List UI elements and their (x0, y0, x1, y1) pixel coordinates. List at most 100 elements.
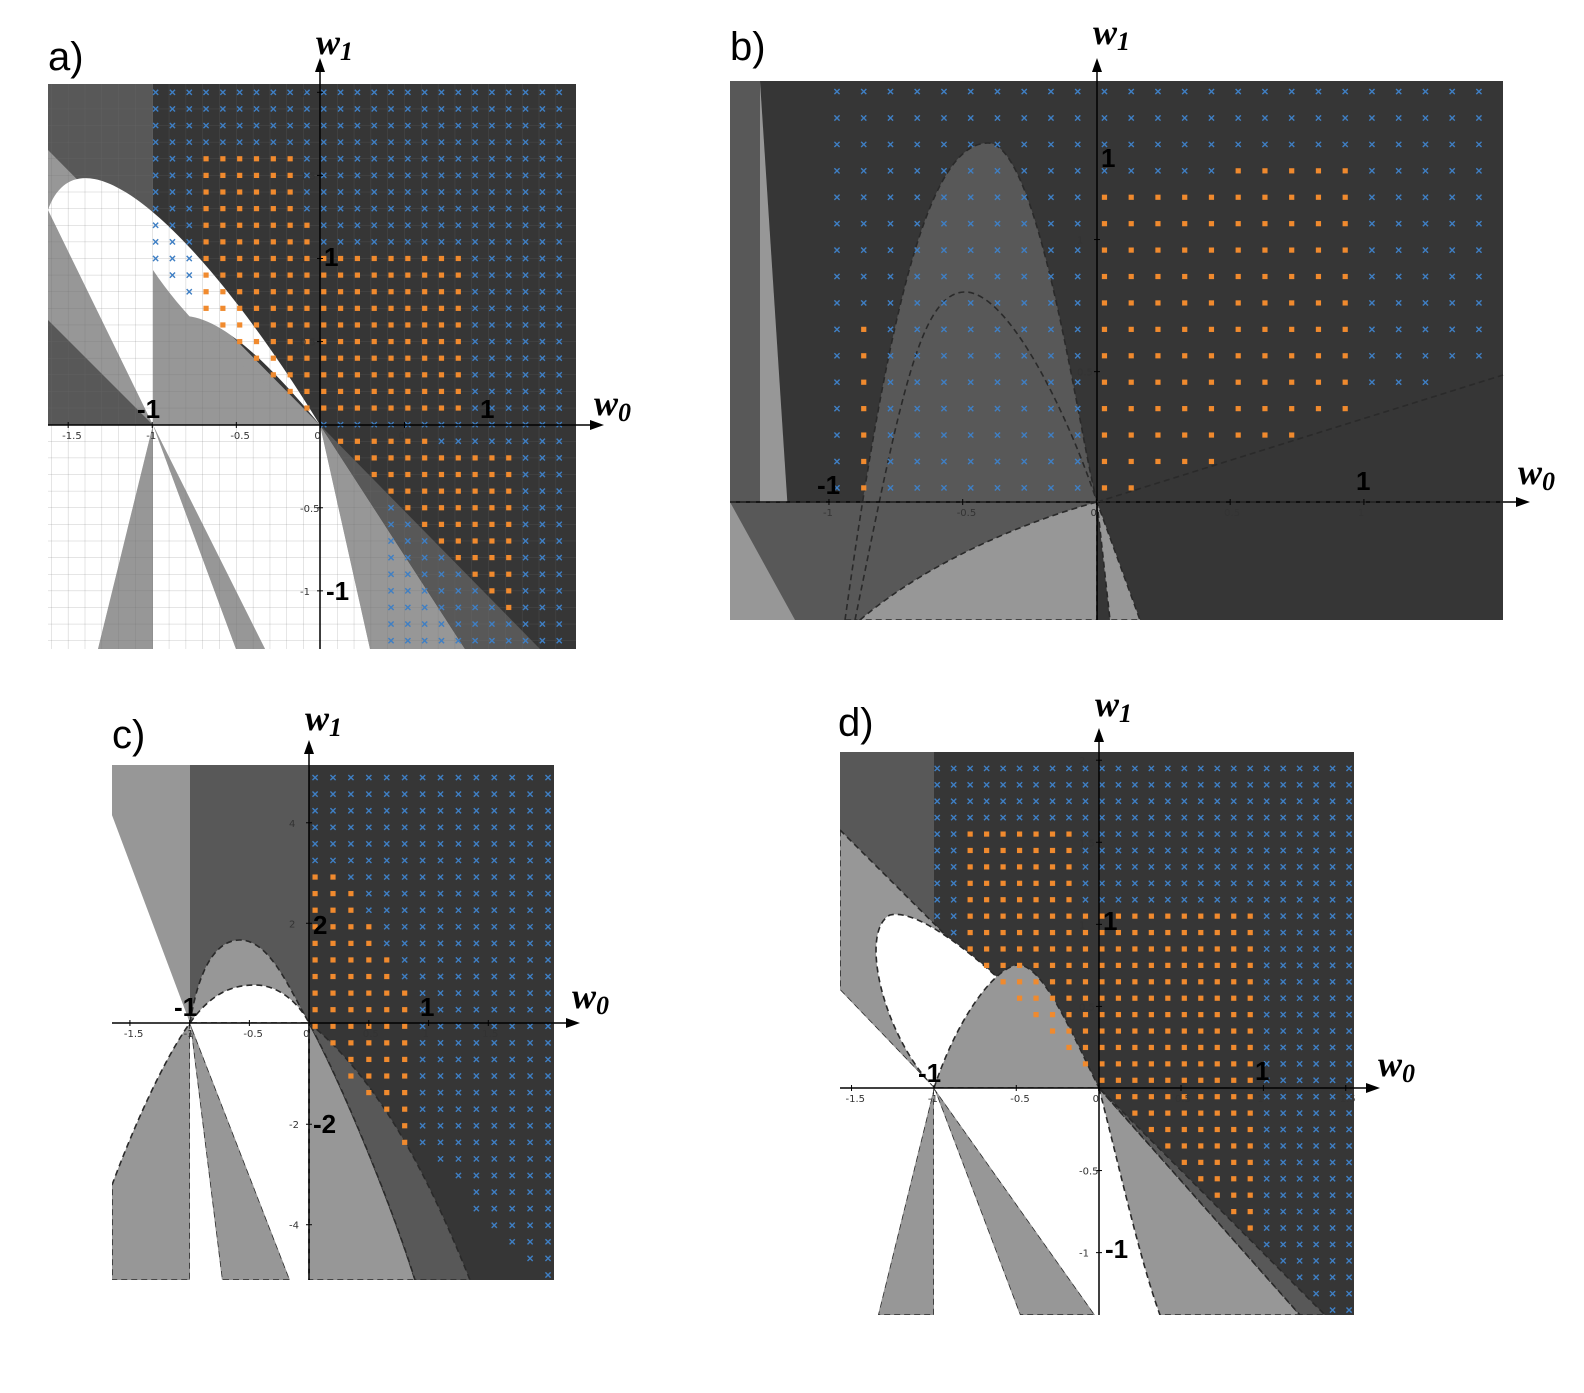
blue-cross-marker (404, 537, 411, 545)
blue-cross-marker (437, 973, 444, 980)
orange-square-marker (1000, 864, 1006, 870)
blue-cross-marker (472, 122, 479, 129)
blue-cross-marker (1047, 220, 1055, 227)
blue-cross-marker (1395, 247, 1402, 254)
blue-cross-marker (337, 155, 344, 162)
blue-cross-marker (833, 299, 841, 307)
blue-cross-marker (544, 774, 552, 781)
orange-square-marker (1132, 962, 1138, 968)
blue-cross-marker (1230, 781, 1237, 788)
blue-cross-marker (455, 1139, 462, 1146)
blue-cross-marker (1345, 1126, 1353, 1133)
orange-square-marker (438, 388, 445, 395)
orange-square-marker (1165, 1110, 1171, 1116)
orange-square-marker (330, 990, 336, 996)
blue-cross-marker (1296, 1044, 1303, 1051)
blue-cross-marker (509, 791, 516, 798)
blue-cross-marker (940, 167, 948, 174)
orange-square-marker (489, 588, 495, 594)
blue-cross-marker (1280, 1027, 1287, 1035)
blue-cross-marker (455, 122, 462, 129)
blue-cross-marker (1263, 962, 1270, 969)
blue-cross-marker (1247, 863, 1254, 870)
orange-square-marker (1231, 995, 1237, 1001)
blue-cross-marker (914, 114, 921, 122)
blue-cross-marker (556, 637, 563, 644)
orange-square-marker (405, 338, 411, 345)
blue-cross-marker (544, 956, 552, 964)
orange-square-marker (472, 455, 478, 461)
blue-cross-marker (473, 990, 480, 997)
blue-cross-marker (1313, 995, 1320, 1002)
blue-cross-marker (1296, 978, 1303, 985)
blue-cross-marker (1280, 814, 1287, 821)
blue-cross-marker (1074, 484, 1081, 491)
orange-square-marker (1182, 221, 1188, 227)
blue-cross-marker (1016, 765, 1023, 772)
blue-cross-marker (505, 188, 512, 196)
orange-square-marker (1208, 406, 1215, 412)
orange-square-marker (1208, 326, 1215, 332)
blue-cross-marker (1329, 913, 1336, 920)
orange-square-marker (1033, 897, 1039, 903)
blue-cross-marker (1422, 379, 1429, 386)
blue-cross-marker (1164, 847, 1171, 854)
blue-cross-marker (1395, 379, 1402, 386)
blue-cross-marker (438, 571, 445, 578)
orange-square-marker (861, 326, 867, 332)
blue-cross-marker (1329, 798, 1336, 805)
orange-square-marker (330, 1040, 336, 1046)
orange-square-marker (1214, 1110, 1220, 1116)
blue-cross-marker (1082, 781, 1089, 788)
blue-cross-marker (236, 139, 243, 146)
blue-cross-marker (1313, 798, 1320, 805)
blue-cross-marker (1181, 141, 1188, 148)
blue-cross-marker (455, 907, 462, 914)
orange-square-marker (1198, 1077, 1204, 1083)
blue-cross-marker (539, 188, 546, 196)
orange-square-marker (1049, 913, 1056, 919)
blue-cross-marker (1021, 326, 1028, 333)
orange-square-marker (1000, 897, 1006, 903)
orange-square-marker (237, 305, 243, 311)
blue-cross-marker (539, 454, 546, 461)
blue-cross-marker (1263, 1241, 1270, 1248)
blue-cross-marker (539, 604, 546, 611)
orange-square-marker (1247, 1208, 1253, 1215)
blue-cross-marker (940, 194, 948, 201)
blue-cross-marker (1422, 167, 1429, 174)
region-light-c7 (190, 1023, 222, 1280)
blue-cross-marker (1235, 88, 1242, 95)
orange-square-marker (1165, 1012, 1171, 1018)
blue-cross-marker (544, 1222, 552, 1229)
orange-square-marker (455, 305, 461, 311)
blue-cross-marker (556, 587, 563, 594)
orange-square-marker (348, 1040, 354, 1046)
orange-square-marker (366, 1023, 372, 1029)
orange-square-marker (287, 322, 293, 328)
blue-cross-marker (419, 1122, 426, 1129)
blue-cross-marker (1148, 814, 1155, 821)
blue-cross-marker (1263, 1077, 1270, 1084)
blue-cross-marker (303, 89, 311, 96)
panel-label-d: d) (838, 701, 874, 745)
orange-square-marker (1132, 913, 1138, 919)
orange-square-marker (1247, 1110, 1253, 1116)
orange-square-marker (1214, 1126, 1220, 1133)
y-tick-label: 2 (289, 919, 295, 930)
blue-cross-marker (473, 940, 480, 947)
orange-square-marker (402, 1056, 408, 1063)
blue-cross-marker (994, 352, 1001, 359)
blue-cross-marker (186, 89, 193, 96)
blue-cross-marker (1296, 1027, 1303, 1035)
orange-square-marker (270, 372, 276, 378)
region-mid-a2 (153, 270, 320, 425)
orange-square-marker (203, 305, 209, 311)
orange-square-marker (1099, 962, 1105, 968)
blue-cross-marker (169, 172, 176, 179)
blue-cross-marker (491, 1188, 498, 1196)
blue-cross-marker (887, 405, 894, 412)
blue-cross-marker (169, 222, 176, 229)
blue-cross-marker (1313, 1142, 1320, 1150)
blue-cross-marker (491, 1072, 498, 1080)
